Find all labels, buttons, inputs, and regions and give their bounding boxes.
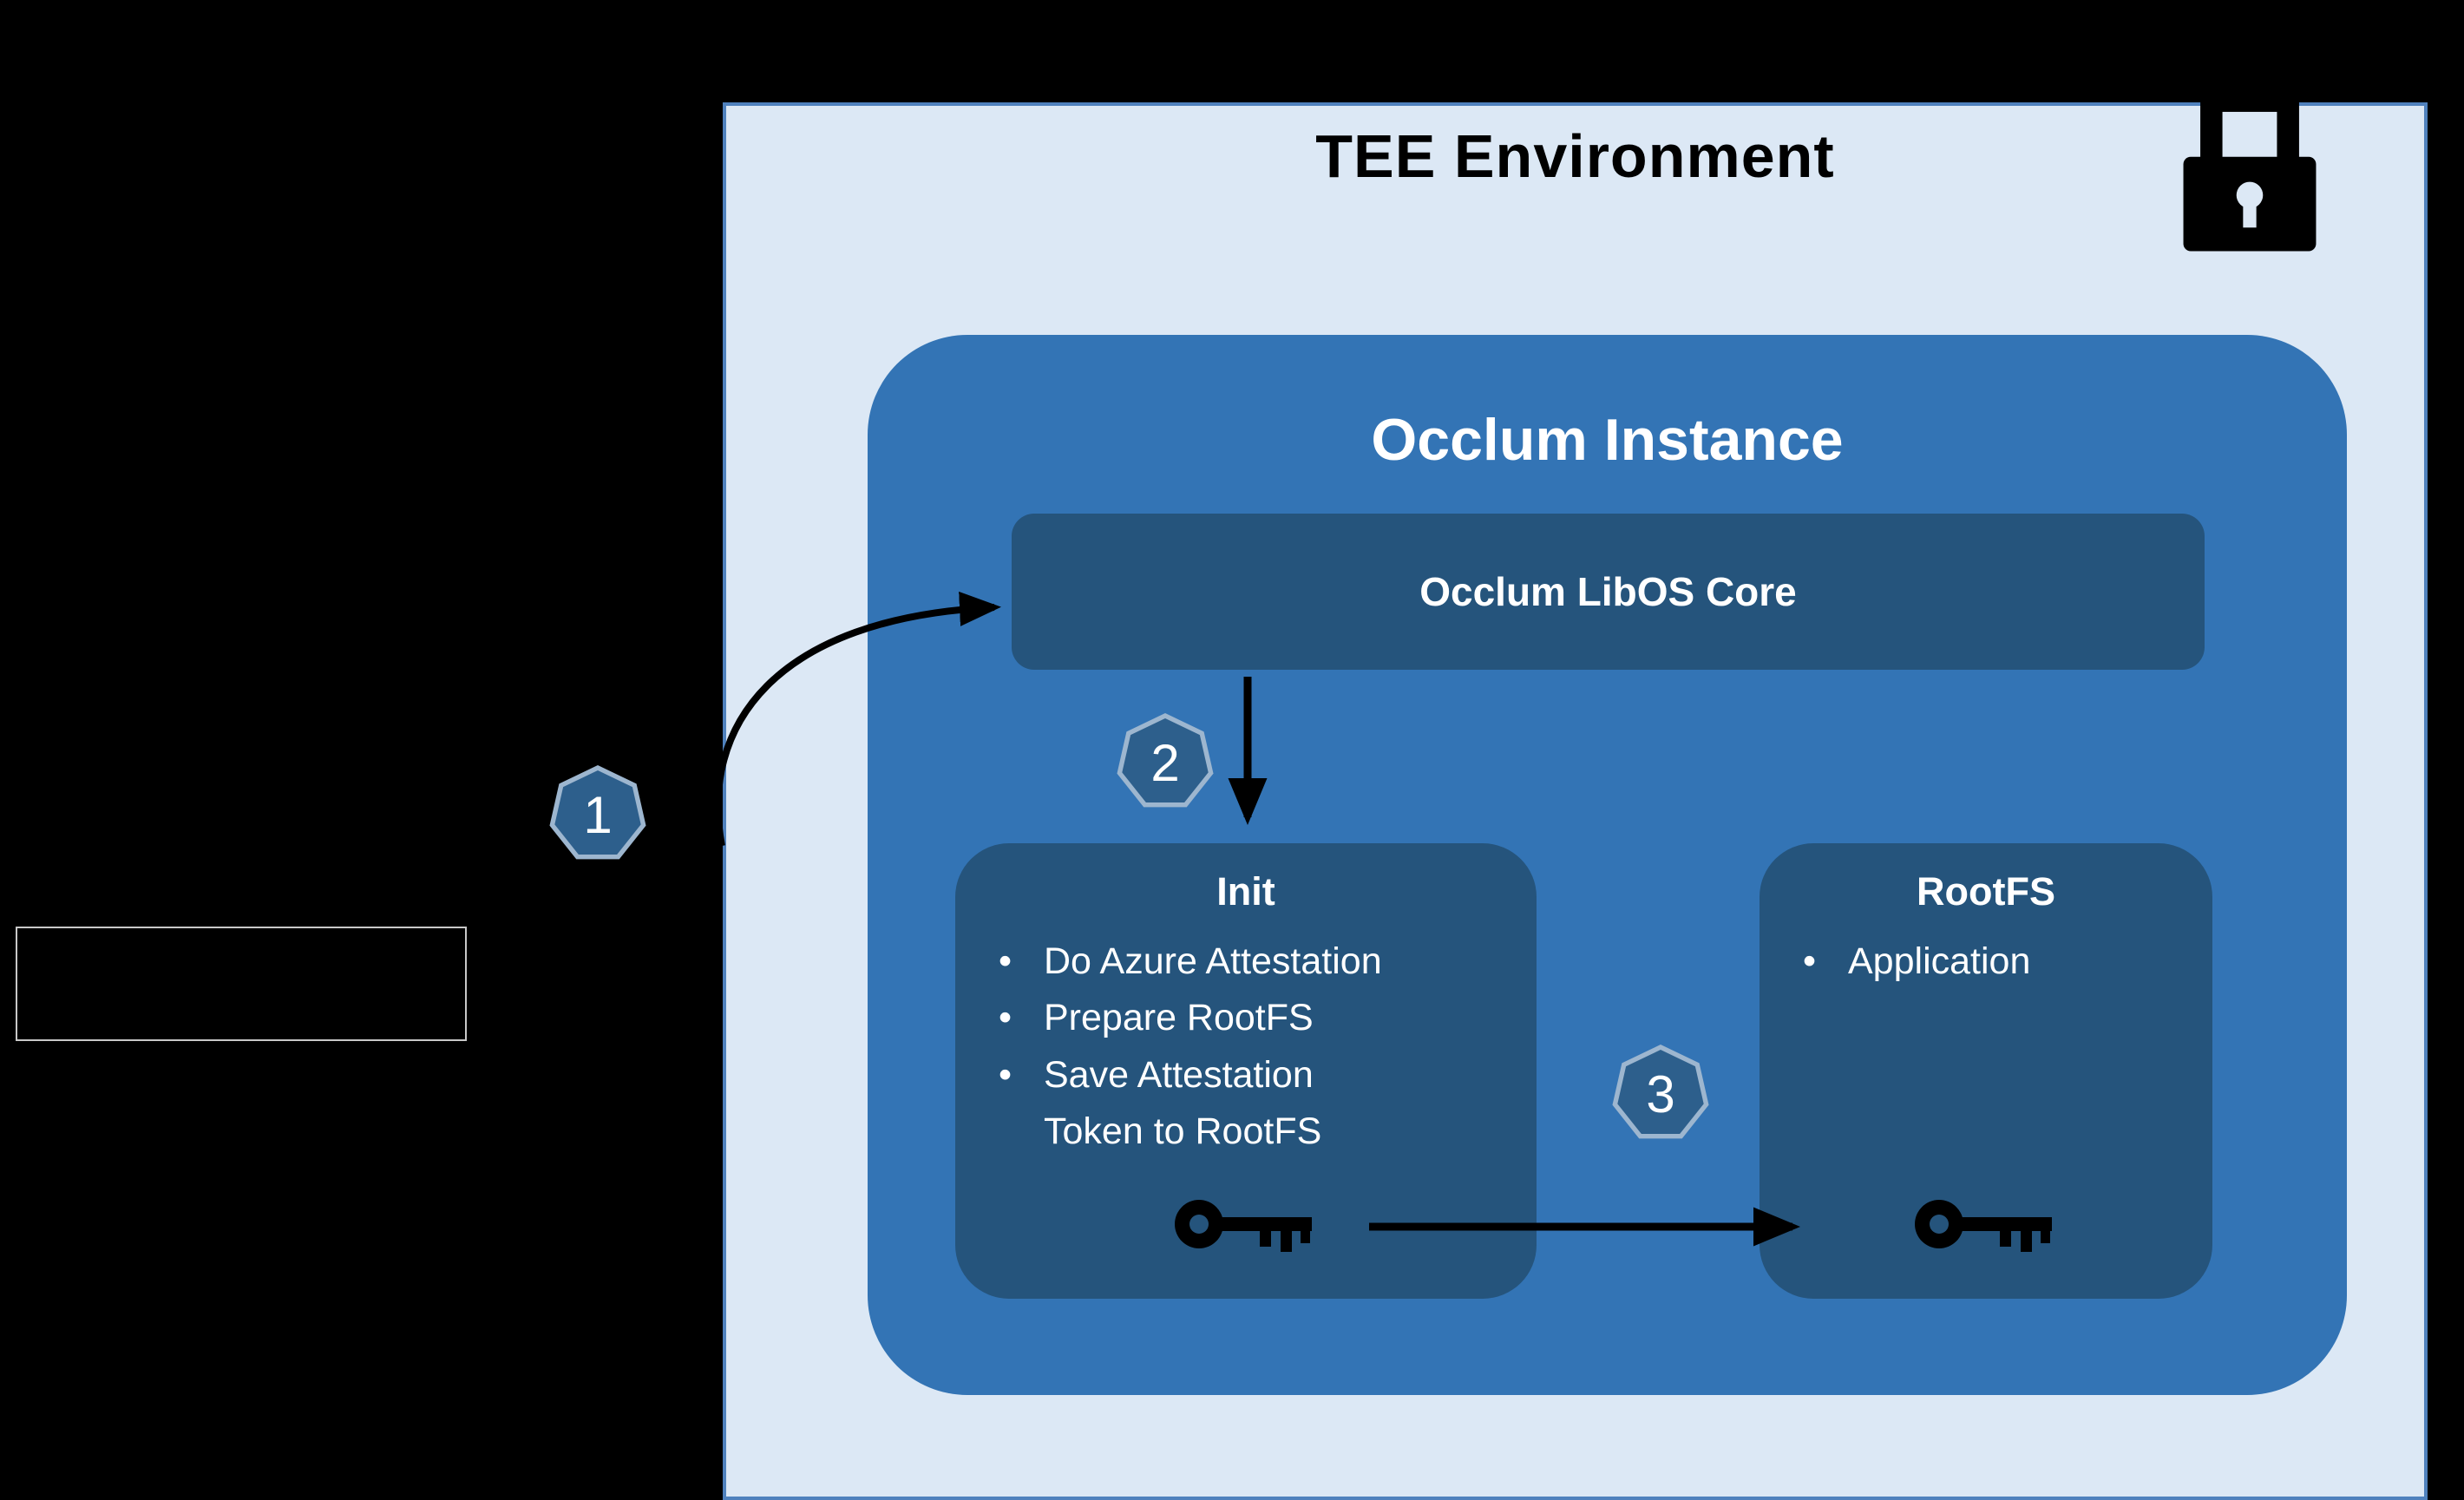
key-icon [1913,1195,2059,1261]
left-label-box [16,927,467,1041]
init-title: Init [1216,869,1275,914]
step-badge-3: 3 [1612,1045,1709,1139]
tee-environment-title: TEE Environment [1315,122,1835,190]
occlum-libos-core-box: Occlum LibOS Core [1012,514,2205,670]
occlum-instance-box: Occlum Instance Occlum LibOS Core Init D… [868,335,2347,1395]
rootfs-bullet-item: Application [1791,933,2190,991]
step-badge-2: 2 [1117,713,1214,808]
init-bullet-item: Do Azure Attestation [986,933,1514,991]
step-badge-2-number: 2 [1122,718,1209,803]
key-icon [1173,1195,1319,1261]
lock-icon [2176,89,2323,259]
init-bullet-item: Prepare RootFS [986,990,1514,1047]
init-bullet-list: Do Azure Attestation Prepare RootFS Save… [955,933,1537,1160]
key-icon-svg [1915,1200,2052,1252]
rootfs-title: RootFS [1917,869,2055,914]
step-badge-1: 1 [549,765,646,860]
key-icon-svg [1175,1200,1312,1252]
lock-icon-svg [2183,89,2317,252]
step-badge-3-number: 3 [1617,1050,1704,1135]
init-bullet-item: Save Attestation Token to RootFS [986,1047,1514,1161]
rootfs-bullet-list: Application [1760,933,2212,991]
init-box: Init Do Azure Attestation Prepare RootFS… [955,843,1537,1299]
occlum-libos-core-label: Occlum LibOS Core [1419,569,1797,614]
step-badge-1-number: 1 [554,770,641,855]
rootfs-box: RootFS Application [1760,843,2212,1299]
occlum-instance-title: Occlum Instance [1371,407,1844,473]
